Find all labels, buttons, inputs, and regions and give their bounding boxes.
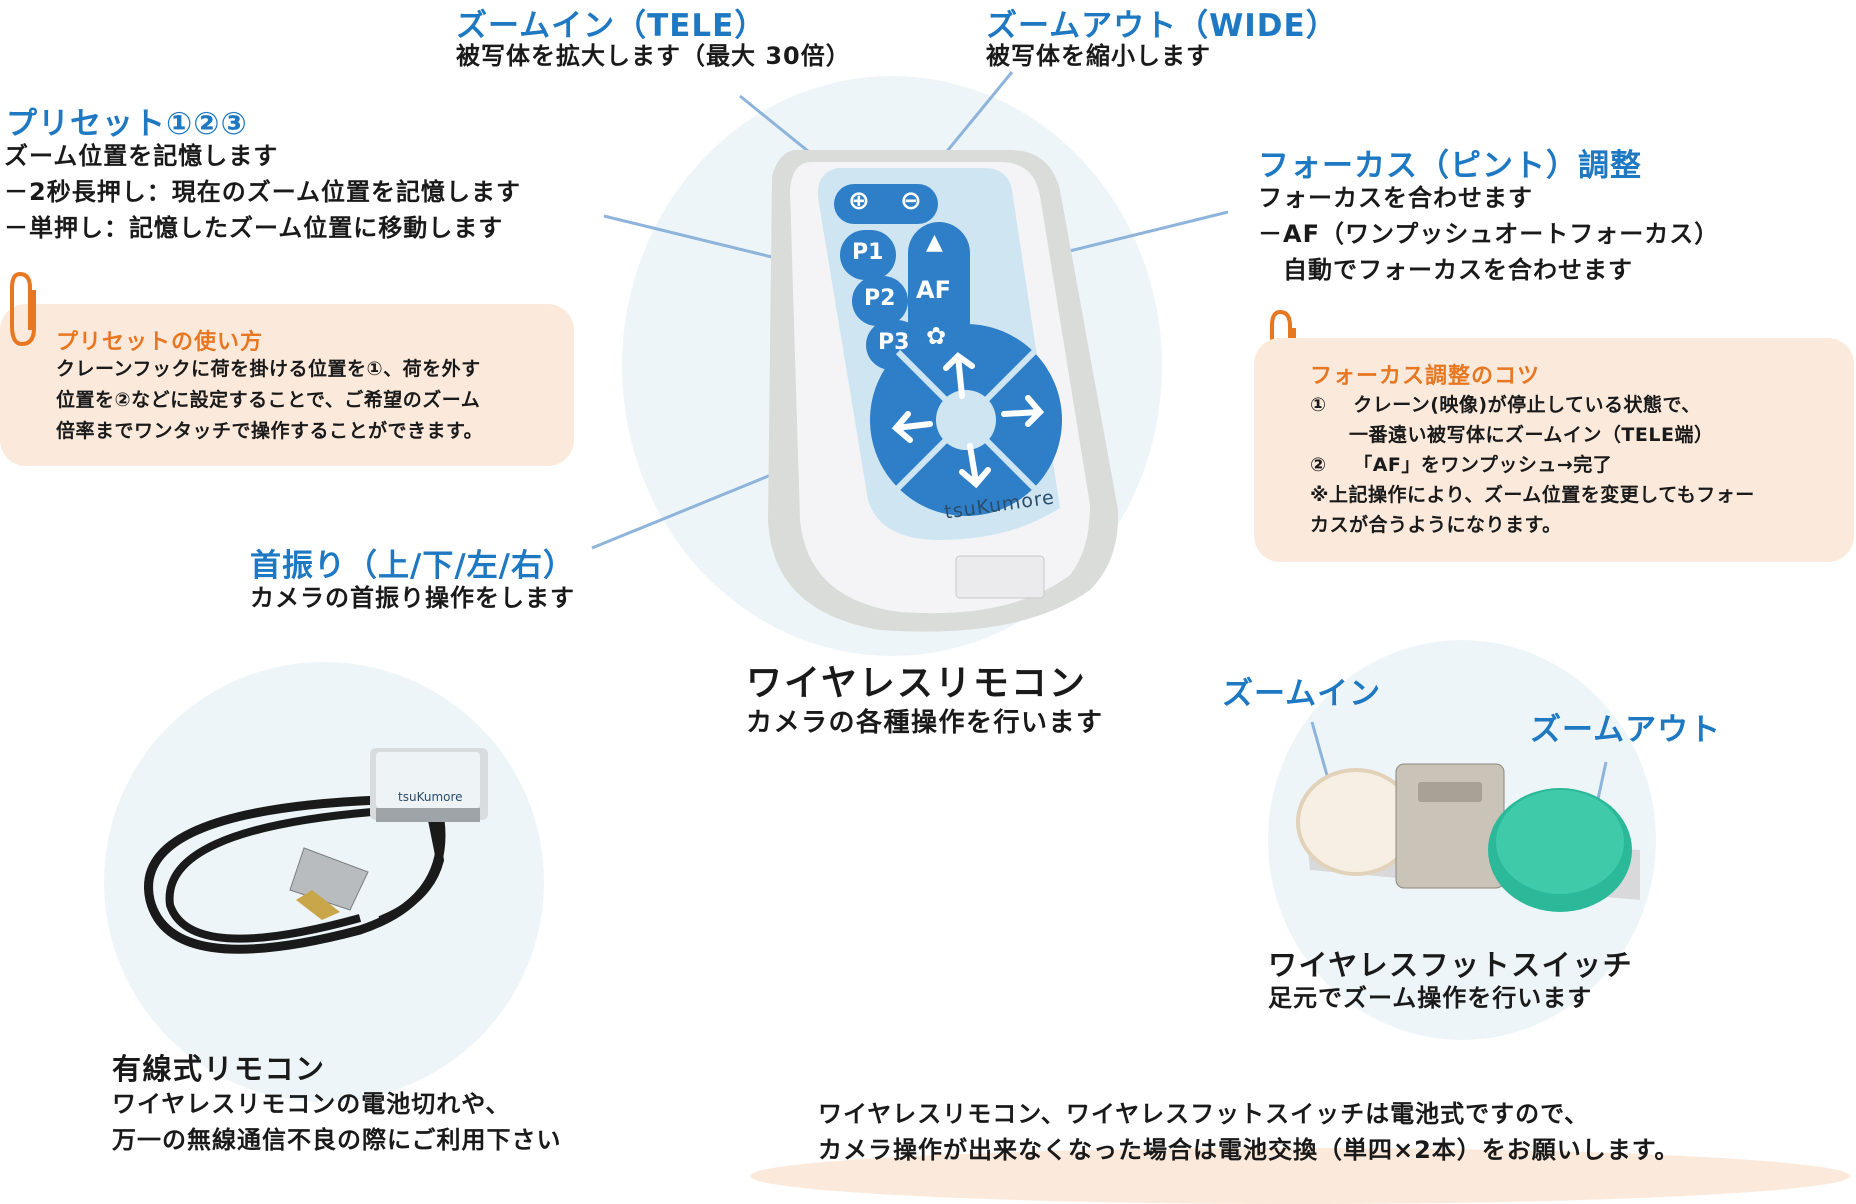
diagram-canvas — [144, 71, 1640, 954]
focus-near-key-icon: ✿ — [926, 322, 947, 350]
zoom-key-strip — [834, 184, 938, 224]
wired-remote-brand-logo: tsuKumore — [398, 790, 463, 804]
preset-1-key: P1 — [852, 240, 884, 265]
pan-tilt-desc: カメラの首振り操作をします — [250, 584, 575, 612]
zoom-out-key-icon: ⊖ — [900, 186, 922, 216]
preset-tip-title: プリセットの使い方 — [56, 330, 264, 355]
foot-switch-title: ワイヤレスフットスイッチ — [1268, 948, 1634, 982]
pan-tilt-title: 首振り（上/下/左/右） — [250, 548, 575, 584]
wired-remote-title: 有線式リモコン — [112, 1052, 326, 1086]
preset-tip-line-3: 倍率までワンタッチで操作することができます。 — [56, 420, 484, 442]
focus-tip-line-3: ② 「AF」をワンプッシュ→完了 — [1310, 454, 1613, 476]
preset-3-key: P3 — [878, 330, 910, 355]
wired-remote-line-2: 万一の無線通信不良の際にご利用下さい — [112, 1126, 562, 1154]
wireless-remote-title: ワイヤレスリモコン — [746, 663, 1087, 704]
direction-pad — [870, 324, 1062, 516]
preset-2-key: P2 — [864, 286, 896, 311]
zoom-in-desc: 被写体を拡大します（最大 30倍） — [456, 42, 851, 70]
focus-line-3: 自動でフォーカスを合わせます — [1258, 256, 1633, 284]
wired-remote-line-1: ワイヤレスリモコンの電池切れや、 — [112, 1090, 511, 1118]
focus-tip-title: フォーカス調整のコツ — [1310, 364, 1541, 389]
battery-note-line-2: カメラ操作が出来なくなった場合は電池交換（単四×2本）をお願いします。 — [818, 1136, 1680, 1164]
focus-tip-box — [1254, 338, 1854, 562]
focus-line-2: －AF（ワンプッシュオートフォーカス） — [1258, 220, 1720, 248]
foot-switch-zoom-out-label: ズームアウト — [1530, 712, 1722, 748]
preset-line-3: －単押し：記憶したズーム位置に移動します — [4, 214, 504, 242]
preset-title: プリセット①②③ — [6, 106, 248, 142]
preset-line-1: ズーム位置を記憶します — [4, 142, 279, 170]
focus-far-key-icon: ▲ — [926, 230, 943, 255]
af-key: AF — [916, 276, 951, 304]
direction-arrows — [891, 352, 1045, 489]
wireless-remote-desc: カメラの各種操作を行います — [746, 708, 1104, 738]
focus-tip-line-2: 一番遠い被写体にズームイン（TELE端） — [1310, 424, 1714, 446]
zoom-in-title: ズームイン（TELE） — [456, 8, 767, 44]
focus-tip-line-5: カスが合うようになります。 — [1310, 514, 1562, 536]
foot-switch-zoom-in-label: ズームイン — [1222, 676, 1382, 712]
focus-tip-line-1: ① クレーン(映像)が停止している状態で、 — [1310, 394, 1701, 416]
preset-tip-line-2: 位置を②などに設定することで、ご希望のズーム — [56, 389, 481, 411]
wired-remote-device — [144, 748, 488, 954]
focus-line-1: フォーカスを合わせます — [1258, 184, 1533, 212]
preset-tip-box — [0, 304, 574, 466]
preset-tip-clip-icon — [10, 271, 36, 347]
zoom-out-title: ズームアウト（WIDE） — [986, 8, 1338, 44]
zoom-in-key-icon: ⊕ — [848, 186, 870, 216]
zoom-out-desc: 被写体を縮小します — [986, 42, 1211, 70]
preset-tip-line-1: クレーンフックに荷を掛ける位置を①、荷を外す — [56, 358, 481, 380]
preset-line-2: －2秒長押し：現在のズーム位置を記憶します — [4, 178, 521, 206]
focus-title: フォーカス（ピント）調整 — [1258, 148, 1642, 184]
foot-switch-desc: 足元でズーム操作を行います — [1268, 984, 1593, 1012]
battery-note-line-1: ワイヤレスリモコン、ワイヤレスフットスイッチは電池式ですので、 — [818, 1100, 1590, 1128]
foot-switch-device — [1296, 763, 1640, 912]
focus-tip-line-4: ※上記操作により、ズーム位置を変更してもフォー — [1310, 484, 1755, 506]
